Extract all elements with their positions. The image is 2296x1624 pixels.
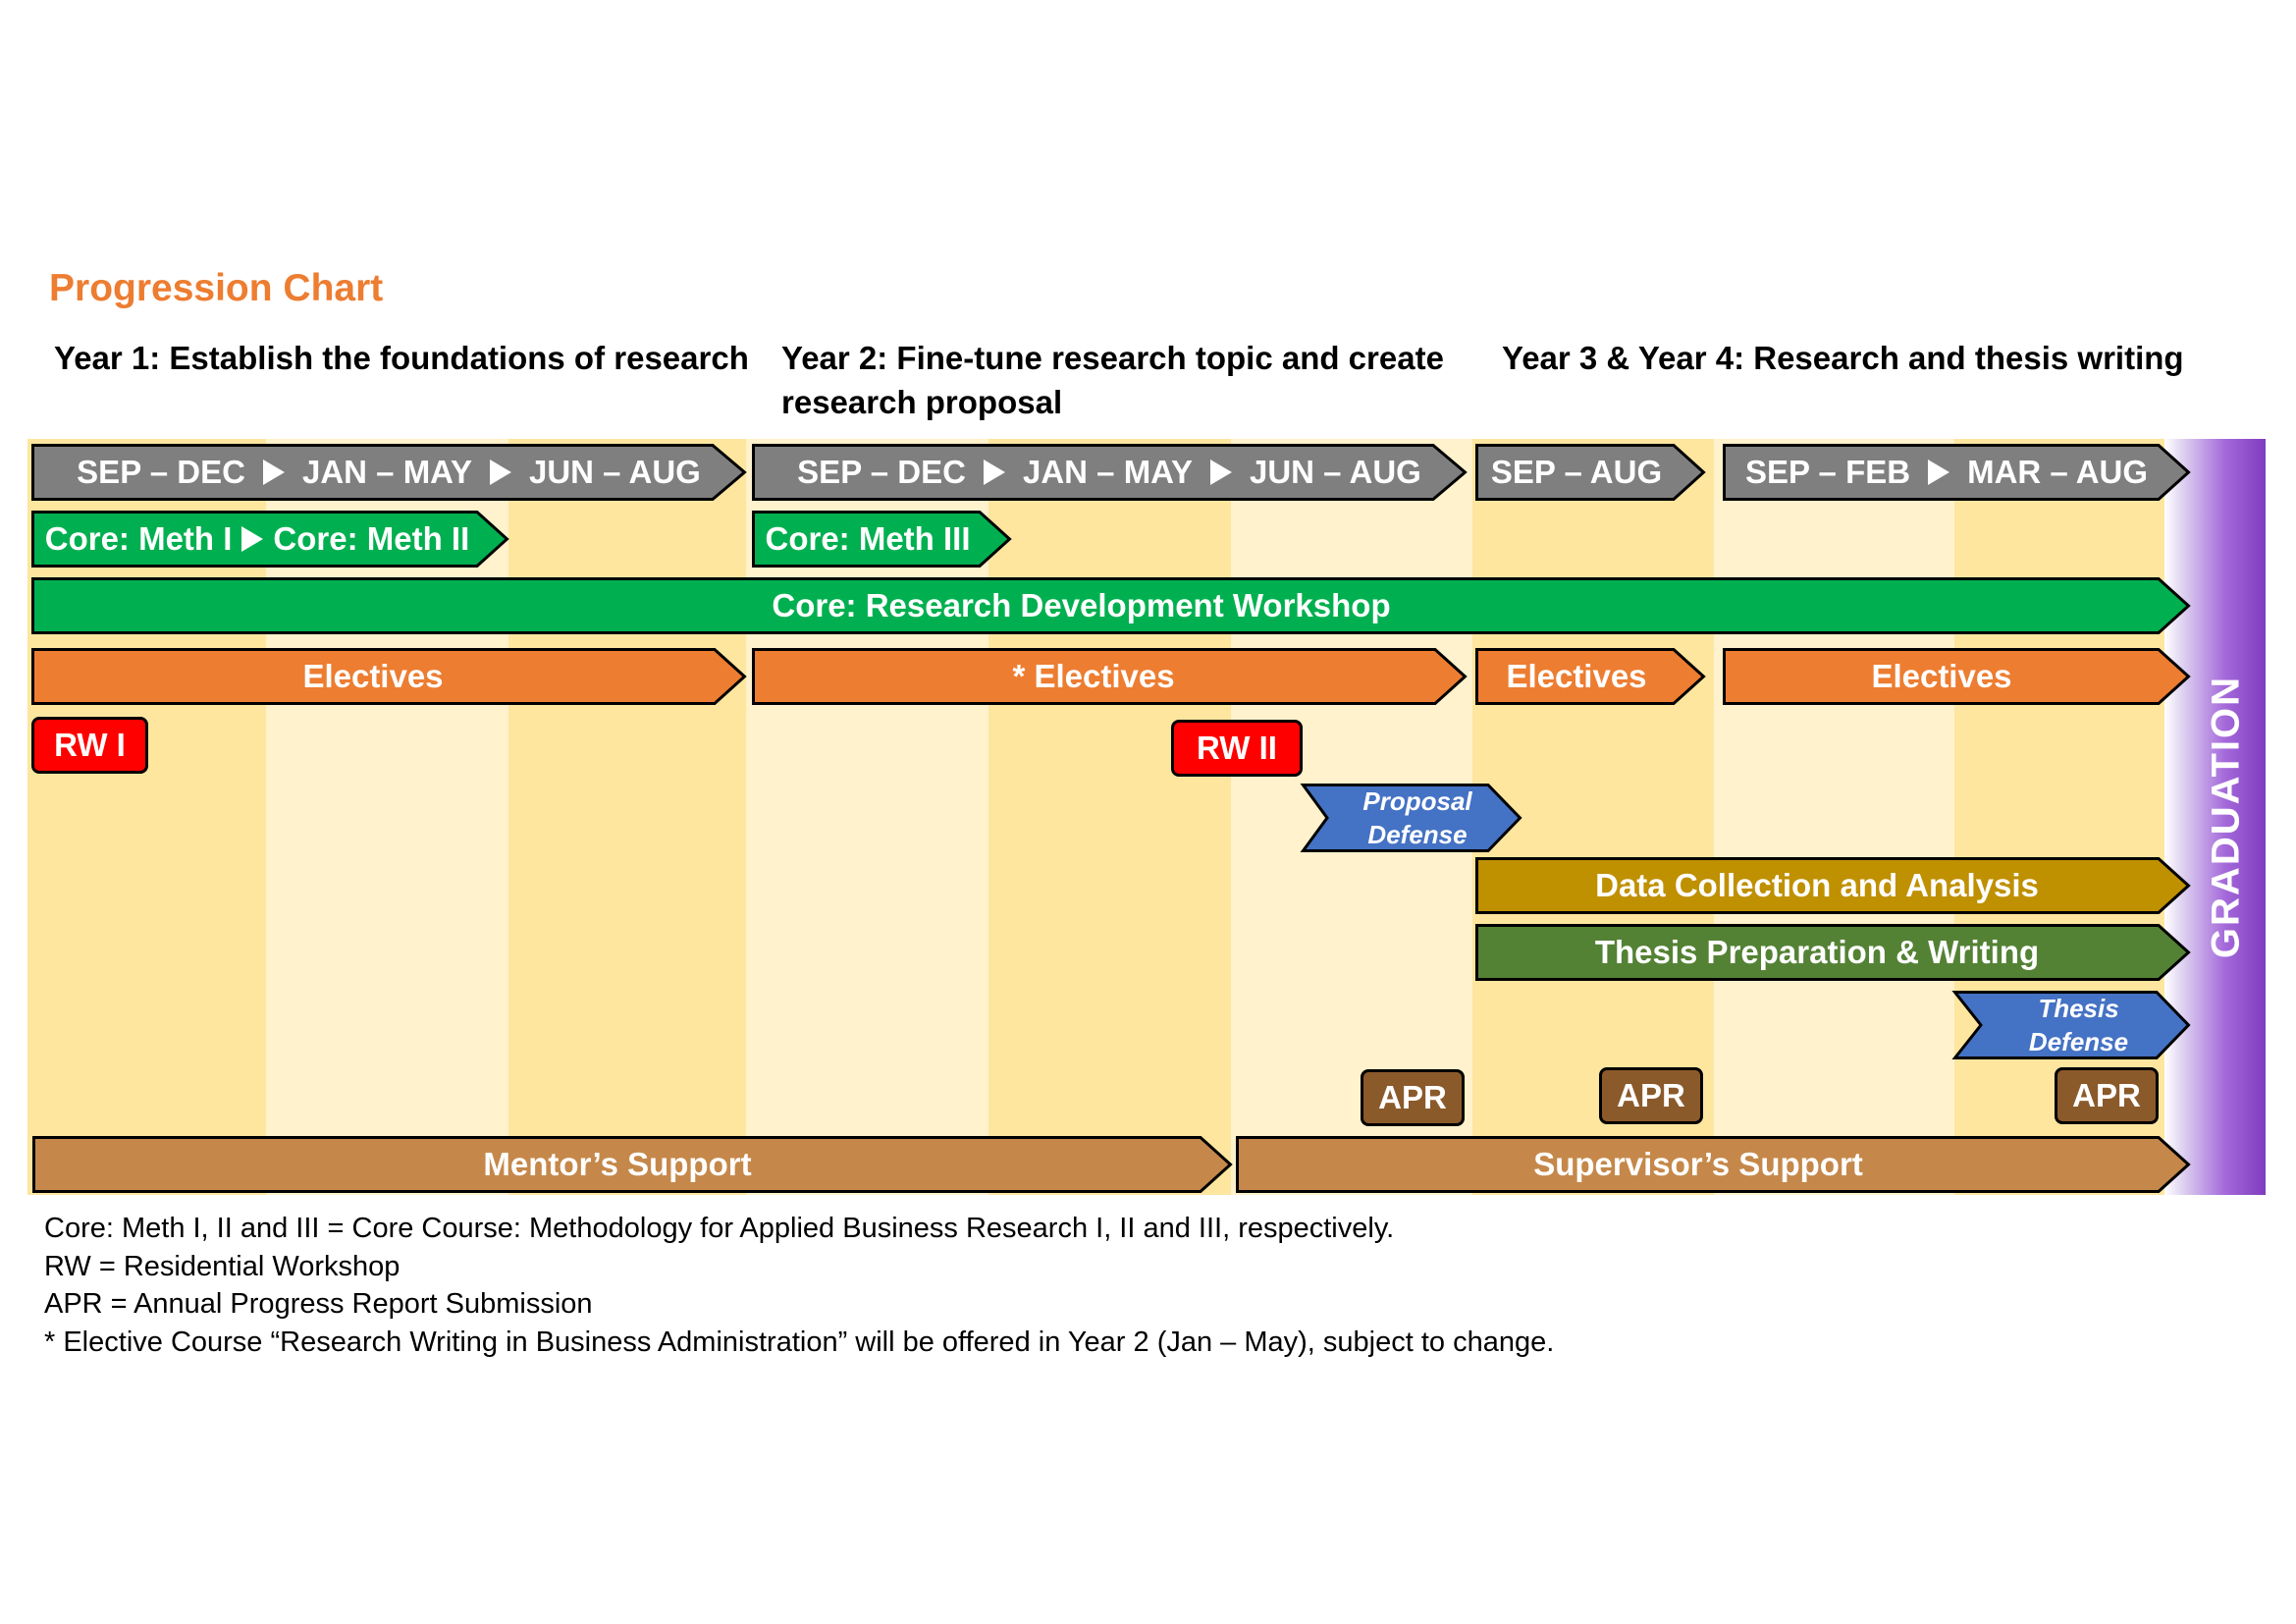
core-workshop-label: Core: Research Development Workshop bbox=[772, 587, 1391, 623]
graduation-band bbox=[2164, 439, 2266, 1195]
thesis-writing-arrow: Thesis Preparation & Writing bbox=[1475, 924, 2191, 981]
supervisor-support-label: Supervisor’s Support bbox=[1533, 1146, 1863, 1182]
electives-label-year4: Electives bbox=[1871, 658, 2012, 694]
graduation-label: GRADUATION bbox=[2204, 675, 2248, 959]
period-y2-jun-aug: JUN – AUG bbox=[1250, 454, 1421, 490]
period-arrow-year1: SEP – DEC JAN – MAY JUN – AUG bbox=[31, 444, 747, 501]
core-workshop-arrow: Core: Research Development Workshop bbox=[31, 577, 2191, 634]
play-triangle-icon bbox=[1210, 460, 1232, 485]
core-meth-3-label: Core: Meth III bbox=[765, 520, 971, 557]
electives-arrow-year2: * Electives bbox=[752, 648, 1468, 705]
year1-header: Year 1: Establish the foundations of res… bbox=[54, 340, 749, 376]
thesis-defense-line1: Thesis bbox=[2038, 994, 2119, 1023]
core-meth-1-2-arrow: Core: Meth I Core: Meth II bbox=[31, 511, 509, 568]
period-y2-jan-may: JAN – MAY bbox=[1022, 454, 1193, 490]
core-meth-3-arrow: Core: Meth III bbox=[752, 511, 1012, 568]
core-meth-2-label: Core: Meth II bbox=[273, 520, 470, 557]
period-y4-sep-feb: SEP – FEB bbox=[1744, 454, 1911, 490]
apr-label: APR bbox=[1617, 1077, 1685, 1113]
data-collection-label: Data Collection and Analysis bbox=[1595, 867, 2039, 903]
apr-box-year2: APR bbox=[1361, 1069, 1465, 1126]
period-y2-sep-dec: SEP – DEC bbox=[797, 454, 966, 490]
legend-apr: APR = Annual Progress Report Submission bbox=[44, 1288, 593, 1320]
legend: Core: Meth I, II and III = Core Course: … bbox=[44, 1210, 1554, 1361]
electives-label-year2: * Electives bbox=[1012, 658, 1175, 694]
core-meth-1-label: Core: Meth I bbox=[44, 520, 233, 557]
year3-4-header: Year 3 & Year 4: Research and thesis wri… bbox=[1502, 340, 2184, 376]
thesis-defense-chevron: Thesis Defense bbox=[1951, 991, 2191, 1059]
legend-rw: RW = Residential Workshop bbox=[44, 1250, 400, 1282]
play-triangle-icon bbox=[241, 526, 264, 552]
mentor-support-label: Mentor’s Support bbox=[483, 1146, 752, 1182]
bg-column-y4-sep-feb bbox=[1714, 439, 1954, 1195]
electives-label-year1: Electives bbox=[302, 658, 444, 694]
apr-box-year4: APR bbox=[2055, 1067, 2159, 1124]
play-triangle-icon bbox=[262, 460, 285, 485]
mentor-support-arrow: Mentor’s Support bbox=[32, 1136, 1233, 1193]
period-y1-jan-may: JAN – MAY bbox=[301, 454, 472, 490]
year2-header: Year 2: Fine-tune research topic and cre… bbox=[781, 340, 1444, 420]
play-triangle-icon bbox=[490, 460, 511, 485]
data-collection-arrow: Data Collection and Analysis bbox=[1475, 857, 2191, 914]
electives-arrow-year1: Electives bbox=[31, 648, 747, 705]
proposal-defense-chevron: Proposal Defense bbox=[1300, 784, 1522, 852]
apr-label: APR bbox=[1378, 1079, 1447, 1115]
legend-core: Core: Meth I, II and III = Core Course: … bbox=[44, 1213, 1395, 1244]
thesis-defense-line2: Defense bbox=[2028, 1027, 2129, 1056]
thesis-writing-label: Thesis Preparation & Writing bbox=[1594, 934, 2040, 970]
period-y3-sep-aug: SEP – AUG bbox=[1490, 454, 1663, 490]
play-triangle-icon bbox=[1928, 460, 1950, 485]
bg-column-y1-jun-aug bbox=[508, 439, 746, 1195]
proposal-defense-line2: Defense bbox=[1367, 820, 1468, 849]
period-arrow-year4: SEP – FEB MAR – AUG bbox=[1723, 444, 2191, 501]
electives-label-year3: Electives bbox=[1506, 658, 1647, 694]
rw-2-box: RW II bbox=[1171, 720, 1303, 777]
rw-1-label: RW I bbox=[54, 727, 126, 763]
apr-label: APR bbox=[2072, 1077, 2141, 1113]
apr-box-year3: APR bbox=[1599, 1067, 1703, 1124]
play-triangle-icon bbox=[983, 460, 1005, 485]
rw-1-box: RW I bbox=[31, 717, 148, 774]
legend-elective-note: * Elective Course “Research Writing in B… bbox=[44, 1326, 1555, 1358]
chart-title: Progression Chart bbox=[49, 267, 384, 309]
period-y1-jun-aug: JUN – AUG bbox=[529, 454, 701, 490]
rw-2-label: RW II bbox=[1197, 730, 1277, 766]
period-arrow-year3: SEP – AUG bbox=[1475, 444, 1706, 501]
electives-arrow-year4: Electives bbox=[1723, 648, 2191, 705]
supervisor-support-arrow: Supervisor’s Support bbox=[1236, 1136, 2191, 1193]
period-arrow-year2: SEP – DEC JAN – MAY JUN – AUG bbox=[752, 444, 1468, 501]
bg-column-y2-jan-may bbox=[988, 439, 1231, 1195]
electives-arrow-year3: Electives bbox=[1475, 648, 1706, 705]
proposal-defense-line1: Proposal bbox=[1362, 786, 1472, 816]
period-y1-sep-dec: SEP – DEC bbox=[77, 454, 245, 490]
period-y4-mar-aug: MAR – AUG bbox=[1967, 454, 2149, 490]
